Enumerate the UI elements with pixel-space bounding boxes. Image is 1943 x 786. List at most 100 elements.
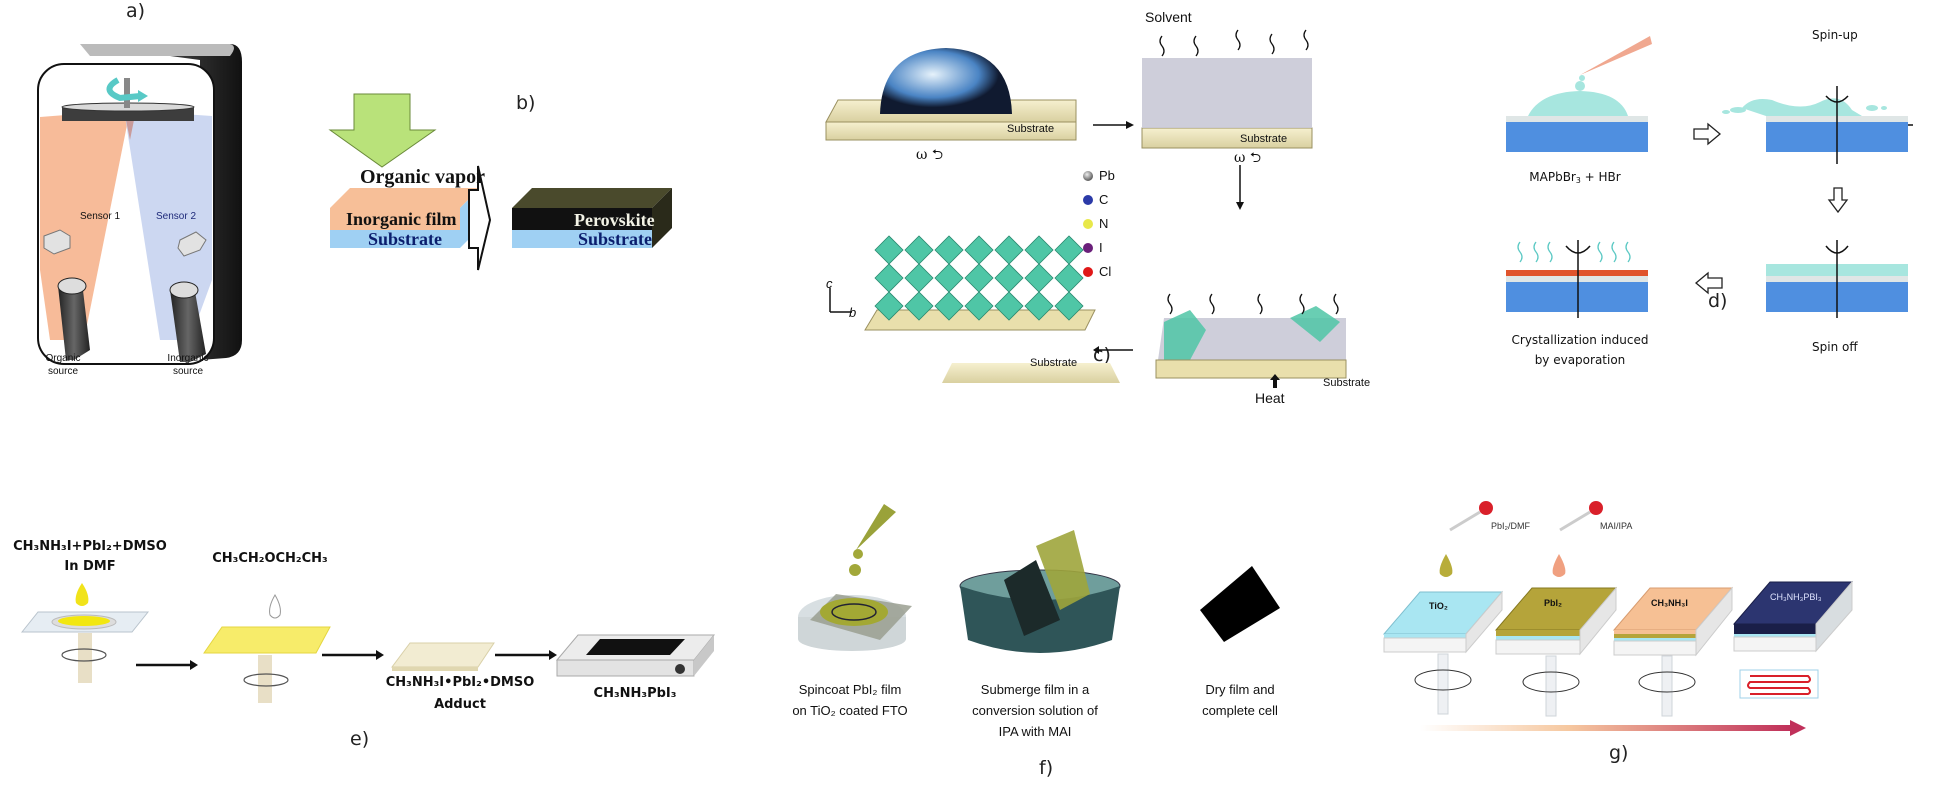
submerge-label-line1: Submerge film in a [980, 682, 1090, 697]
precursor-label: CH₃NH₃I+PbI₂+DMSO In DMF [0, 537, 180, 577]
omega-label-2: ω ⮌ [1234, 147, 1261, 171]
spin-shaft-g2 [1545, 655, 1557, 717]
spin-shaft-1 [78, 633, 92, 683]
step-precursor-main: MAPbBr [1529, 170, 1576, 184]
crystallization-label-line2: by evaporation [1534, 353, 1626, 367]
spincoat-label-line2: on TiO₂ coated FTO [792, 703, 908, 718]
adduct-film [391, 642, 495, 668]
substrate-label-right: Substrate [578, 229, 653, 249]
inorganic-film-label: Inorganic film [346, 209, 457, 229]
precursor-label-line1: CH₃NH₃I+PbI₂+DMSO [13, 539, 167, 554]
inorganic-source-label: Inorganic source [158, 352, 218, 378]
vapor-assisted-diagram [328, 93, 672, 271]
product-label: CH₃NH₃PbI₃ [593, 686, 677, 701]
inorganic-source-label-line1: Inorganic [167, 353, 209, 364]
spin-shaft-g3 [1661, 655, 1673, 717]
substrate-label-1: Substrate [1007, 123, 1055, 135]
hollow-arrow-down [1827, 187, 1849, 214]
hotplate-knob-icon [675, 664, 685, 674]
crystallization-label-line1: Crystallization induced [1511, 333, 1649, 347]
dry-film [1200, 566, 1280, 642]
yellow-solution [58, 616, 110, 626]
layer-mai-label: CH₃NH₃I [1651, 598, 1688, 608]
adduct-label-line2: Adduct [434, 697, 486, 712]
inorganic-source-label-line2: source [172, 366, 203, 377]
organic-source-label-line1: Organic [45, 353, 81, 364]
rotation-icon: ⮌ [931, 147, 944, 163]
wet-film [1142, 58, 1312, 128]
panel-label-a: a) [126, 0, 146, 22]
precursor-droplet [880, 48, 1012, 114]
legend-label-cl: Cl [1099, 264, 1112, 279]
organic-source-icon [58, 282, 90, 360]
perovskite-label: Perovskite [574, 210, 655, 230]
sequential-spin-coating-diagram [1382, 501, 1854, 736]
pipette-icon [1580, 36, 1652, 75]
rotation-arrow-icon [106, 77, 141, 102]
submerged-film [1036, 530, 1090, 610]
legend-label-n: N [1099, 216, 1109, 231]
submerge-label-line3: IPA with MAI [998, 724, 1072, 739]
rotation-icon: ⮌ [1249, 150, 1262, 166]
inorganic-source-icon [170, 286, 206, 362]
hollow-arrow-right [1693, 122, 1722, 146]
axis-b-label: b [849, 305, 857, 320]
substrate-1 [825, 121, 1077, 141]
adduct-label: CH₃NH₃I•PbI₂•DMSO Adduct [385, 672, 535, 716]
spin-coating-evaporation-diagram-lower [1506, 240, 1908, 318]
substrate-d4 [1506, 282, 1648, 312]
substrate-layer [330, 230, 460, 248]
c-atom-icon [1083, 195, 1093, 205]
i-atom-icon [1083, 243, 1093, 253]
substrate-label-3: Substrate [1030, 357, 1078, 369]
dry-film-label-line2: complete cell [1202, 703, 1278, 718]
process-arrow [468, 165, 492, 271]
dry-film-label-line1: Dry film and [1205, 682, 1275, 697]
panel-label-g: g) [1609, 742, 1629, 764]
legend-label-pb: Pb [1099, 168, 1115, 183]
omega-symbol: ω [1234, 150, 1246, 166]
hotplate [556, 659, 695, 677]
dropper-2-label: MAI/IPA [1600, 521, 1633, 531]
panel-label-d: d) [1708, 290, 1728, 312]
dropper-1-label: PbI₂/DMF [1491, 521, 1530, 531]
mai-drop-icon [1552, 554, 1566, 577]
perovskite-film [586, 639, 685, 655]
adduct-process-diagram [20, 583, 716, 703]
dropper-2-icon [1559, 501, 1603, 532]
panel-label-f: f) [1039, 757, 1054, 779]
dropper-1-icon [1449, 501, 1493, 532]
crystallization-label: Crystallization induced by evaporation [1490, 330, 1670, 370]
evaporation-chamber-diagram [37, 44, 242, 365]
solvent-wisps-icon [1159, 29, 1309, 57]
spincoat-film [820, 598, 888, 626]
precursor-label-line2: In DMF [64, 559, 116, 574]
hollow-arrow-left [1694, 271, 1723, 295]
dry-film-label: Dry film and complete cell [1180, 679, 1300, 721]
pipette-tip-icon [856, 504, 896, 550]
substrate-label-2: Substrate [1240, 133, 1288, 145]
yellow-drop-icon [75, 583, 89, 606]
solvent-label: Solvent [1145, 9, 1192, 25]
heat-label: Heat [1255, 390, 1285, 406]
spincoat-label-line1: Spincoat PbI₂ film [798, 682, 902, 697]
submerge-label-line2: conversion solution of [972, 703, 1098, 718]
spin-coating-evaporation-diagram [1506, 36, 1908, 214]
spin-off-label: Spin off [1812, 340, 1858, 354]
legend-label-i: I [1099, 240, 1103, 255]
heating-coil-icon [1747, 675, 1811, 695]
panel-label-b: b) [516, 92, 536, 114]
spincoat-label: Spincoat PbI₂ film on TiO₂ coated FTO [770, 679, 930, 721]
white-drop-icon [269, 594, 281, 619]
antisolvent-label: CH₃CH₂OCH₂CH₃ [212, 551, 328, 566]
spin-shaft-g1 [1437, 653, 1449, 715]
n-atom-icon [1083, 219, 1093, 229]
legend-label-c: C [1099, 192, 1109, 207]
perovskite-substrate-layer [512, 230, 652, 248]
two-step-dipping-diagram [798, 504, 1280, 653]
organic-source-label: Organic source [38, 352, 88, 378]
evaporation-wisps-icon [1517, 241, 1631, 263]
step-precursor-label: MAPbBr3 + HBr [1500, 170, 1650, 185]
perovskite-crystal-film [864, 235, 1096, 331]
omega-symbol: ω [916, 147, 928, 163]
